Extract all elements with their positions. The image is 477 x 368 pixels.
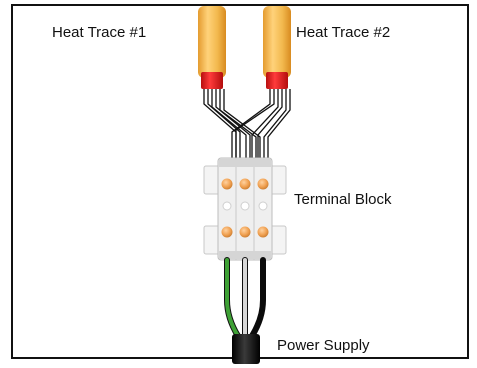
terminal-screw-bottom-3 — [257, 226, 269, 238]
ht2-conductor-b — [235, 89, 275, 160]
ground-wire — [225, 258, 240, 338]
hot-wire — [249, 257, 266, 339]
ht2-conductor-f — [267, 89, 291, 160]
terminal-screw-top-2 — [239, 178, 251, 190]
heat-trace-2-end-cap — [266, 72, 288, 89]
terminal-block-top-strip — [219, 159, 271, 167]
heat-trace-1-end-cap — [201, 72, 223, 89]
ht2-conductor-e — [263, 89, 287, 160]
heat-trace-1-body — [198, 6, 226, 78]
power-supply-cable — [232, 334, 260, 364]
terminal-block-bottom-strip — [219, 251, 271, 259]
terminal-block-label: Terminal Block — [294, 191, 392, 208]
ht2-conductor-d — [257, 89, 283, 160]
heat-trace-2-label: Heat Trace #2 — [296, 24, 391, 41]
power-supply-label: Power Supply — [277, 337, 370, 354]
ht2-conductor-c — [251, 89, 279, 160]
heat-trace-conductors — [203, 89, 291, 160]
heat-trace-1 — [198, 6, 226, 89]
power-supply-wires — [224, 257, 266, 339]
ht1-conductor-e — [219, 89, 257, 160]
terminal-screw-top-1 — [221, 178, 233, 190]
ht1-conductor-c — [211, 89, 247, 160]
terminal-screw-bottom-1 — [221, 226, 233, 238]
ht2-conductor-a — [231, 89, 271, 160]
terminal-screw-bottom-2 — [239, 226, 251, 238]
heat-trace-2 — [263, 6, 291, 89]
ht1-conductor-d — [215, 89, 251, 160]
heat-trace-1-label: Heat Trace #1 — [52, 24, 147, 41]
ht1-conductor-f — [223, 89, 261, 160]
ht1-conductor-b — [207, 89, 241, 160]
heat-trace-2-body — [263, 6, 291, 78]
terminal-screw-top-3 — [257, 178, 269, 190]
terminal-block — [203, 157, 287, 261]
